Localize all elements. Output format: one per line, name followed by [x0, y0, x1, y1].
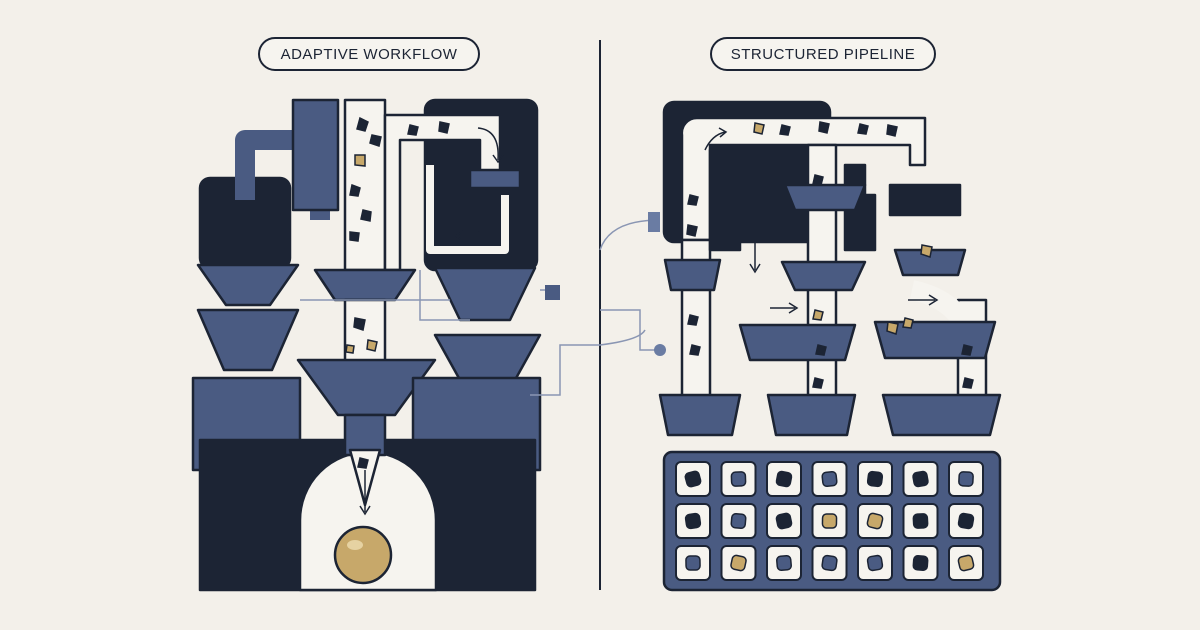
- pebbles-left: [345, 116, 450, 469]
- tray-1: [663, 258, 722, 292]
- funnel-right-2: [433, 333, 542, 382]
- grid-pebble: [821, 470, 838, 488]
- connector-block-1: [545, 285, 560, 300]
- adaptive-machine: [191, 98, 542, 592]
- funnel-center-1: [313, 268, 417, 302]
- tray-2: [783, 183, 867, 212]
- inner-loop: [426, 165, 509, 254]
- tray-bottom-2: [766, 393, 857, 437]
- grid-pebble: [730, 471, 747, 487]
- flow-arrows: [359, 127, 939, 516]
- grid-pebble: [775, 470, 793, 488]
- golden-orb: [333, 525, 393, 585]
- center-column: [343, 298, 387, 372]
- grid-pebble: [866, 554, 884, 572]
- grid-pebble: [730, 512, 747, 530]
- connector-block-2: [648, 212, 660, 232]
- grid-pebble: [958, 471, 974, 487]
- tray-bottom-3: [881, 393, 1002, 437]
- grid-pebble: [730, 554, 747, 572]
- tray-bottom-1: [658, 393, 742, 437]
- grid-pebble: [957, 554, 975, 572]
- funnel-center-2: [296, 358, 437, 417]
- grid-pebble: [685, 555, 701, 571]
- l-block: [708, 148, 792, 252]
- small-funnel-top: [468, 168, 522, 190]
- funnel-right-1: [433, 266, 537, 322]
- nozzle: [343, 413, 387, 457]
- grid-pebble: [684, 470, 702, 488]
- tray-5: [893, 248, 967, 277]
- structured-machine: [658, 100, 1002, 437]
- adaptive-workflow-title: ADAPTIVE WORKFLOW: [258, 37, 480, 71]
- grid-pebble: [684, 512, 702, 530]
- orb-highlight: [347, 540, 363, 550]
- top-block: [291, 98, 340, 212]
- tray-3: [780, 260, 867, 292]
- tray-4: [888, 183, 962, 217]
- grid-pebble: [912, 470, 929, 488]
- grid-pebble: [821, 513, 838, 529]
- top-conveyor: [680, 116, 927, 242]
- grid-pebble: [866, 470, 884, 488]
- tray-mid-1: [738, 323, 857, 362]
- grid-pebble: [912, 555, 929, 571]
- grid-pebble: [821, 554, 838, 572]
- grid-pebble: [912, 513, 929, 529]
- funnel-left-2: [196, 308, 300, 372]
- funnel-left-1: [196, 263, 300, 307]
- structured-pipeline-title: STRUCTURED PIPELINE: [710, 37, 936, 71]
- grid-pebble: [866, 512, 884, 530]
- grid-pebble: [775, 554, 793, 572]
- sorted-grid: [675, 461, 984, 581]
- grid-pebble: [775, 512, 793, 530]
- grid-pebble: [957, 512, 975, 530]
- connector-dot: [654, 344, 666, 356]
- pebbles-right: [686, 121, 974, 389]
